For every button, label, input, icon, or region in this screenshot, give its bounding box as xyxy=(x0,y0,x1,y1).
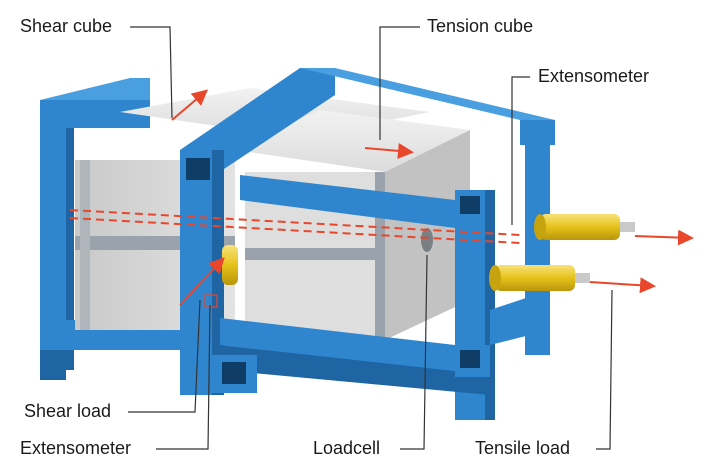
tensile-load-arrow-upper xyxy=(634,229,694,246)
leader-extensometer-bottom xyxy=(156,304,211,450)
tension-cube-arrow xyxy=(364,142,414,159)
leader-extensometer-top xyxy=(511,76,530,225)
label-extensometer-bottom: Extensometer xyxy=(20,438,132,458)
loadcell-disk xyxy=(421,228,433,252)
tensile-actuator-upper xyxy=(534,214,635,240)
dashed-load-axis-1 xyxy=(69,209,521,236)
shear-load-arrow xyxy=(179,257,225,306)
leader-shear-cube xyxy=(130,26,173,119)
label-loadcell: Loadcell xyxy=(313,438,381,458)
load-arrows xyxy=(69,89,694,308)
leader-loadcell xyxy=(400,254,428,450)
label-shear-load: Shear load xyxy=(24,401,112,421)
tensile-actuator-lower xyxy=(489,265,590,291)
shear-reference-box xyxy=(204,294,218,308)
label-extensometer-top: Extensometer xyxy=(538,66,650,86)
tensile-load-arrow-lower xyxy=(589,277,656,294)
label-tension-cube: Tension cube xyxy=(427,16,534,36)
dashed-load-axis-2 xyxy=(69,217,521,244)
label-shear-cube: Shear cube xyxy=(20,16,113,36)
shear-cube-arrow xyxy=(171,89,209,121)
leader-tension-cube xyxy=(379,26,420,140)
leader-tensile-load xyxy=(596,289,613,450)
label-tensile-load: Tensile load xyxy=(475,438,571,458)
leader-lines xyxy=(128,26,613,450)
leader-shear-load xyxy=(128,299,201,413)
shear-actuator xyxy=(222,245,238,285)
